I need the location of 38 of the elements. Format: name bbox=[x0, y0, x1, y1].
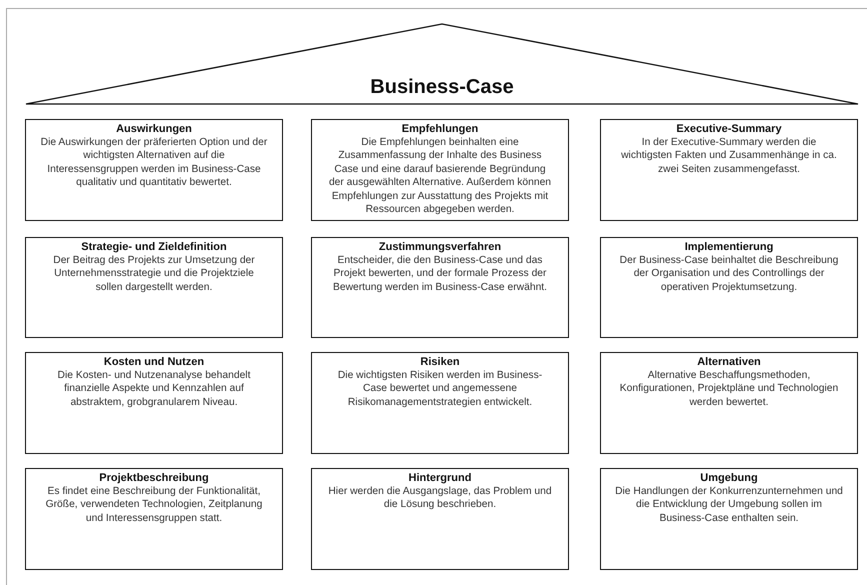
box-description: Die Kosten- und Nutzenanalyse behandelt finanzielle Aspekte und Kennzahlen auf abstraktem, grobgranularem Niveau. bbox=[56, 369, 252, 410]
box-heading: Implementierung bbox=[684, 241, 774, 254]
box-description: Alternative Beschaffungsmethoden, Konfigurationen, Projektpläne und Technologien werden bewertet. bbox=[618, 369, 840, 410]
info-box bbox=[311, 352, 569, 454]
box-description: Der Business-Case beinhaltet die Beschreibung der Organisation und des Controllings der operativen Projektumsetzung. bbox=[618, 254, 840, 294]
box-heading: Alternativen bbox=[696, 356, 762, 369]
box-description: Die Empfehlungen beinhalten eine Zusammenfassung der Inhalte des Business Case und eine darauf basierende Begründung der ausgewählten Alternative. Außerdem können Empfehlungen zur Ausstattung des Projekts mit Ressourcen abgegeben werden. bbox=[328, 136, 552, 216]
box-description: Der Beitrag des Projekts zur Umsetzung der Unternehmensstrategie und die Projektziele sollen dargestellt werden. bbox=[52, 254, 256, 294]
box-description: Die wichtigsten Risiken werden im Business-Case bewertet und angemessene Risikomanagementstrategien entwickelt. bbox=[336, 369, 544, 410]
box-description: Hier werden die Ausgangslage, das Problem und die Lösung beschrieben. bbox=[327, 485, 553, 512]
info-box bbox=[600, 237, 858, 338]
box-heading: Auswirkungen bbox=[115, 123, 193, 136]
box-description: Entscheider, die den Business-Case und das Projekt bewerten, und der formale Prozess der Bewertung werden im Business-Case erwähnt. bbox=[332, 254, 548, 294]
info-box bbox=[311, 119, 569, 221]
info-box bbox=[600, 468, 858, 570]
box-heading: Projektbeschreibung bbox=[98, 472, 210, 485]
box-heading: Strategie- und Zieldefinition bbox=[80, 241, 228, 254]
info-box bbox=[600, 119, 858, 221]
box-heading: Kosten und Nutzen bbox=[102, 356, 206, 369]
info-box bbox=[311, 468, 569, 570]
info-box bbox=[311, 237, 569, 338]
info-box bbox=[600, 352, 858, 454]
box-description: Es findet eine Beschreibung der Funktionalität, Größe, verwendeten Technologien, Zeitplanung und Interessensgruppen statt. bbox=[44, 485, 264, 526]
info-box bbox=[25, 119, 283, 221]
box-heading: Umgebung bbox=[699, 472, 759, 485]
box-heading: Empfehlungen bbox=[400, 123, 480, 136]
box-heading: Risiken bbox=[419, 356, 461, 369]
box-description: Die Handlungen der Konkurrenzunternehmen und die Entwicklung der Umgebung sollen im Business-Case enthalten sein. bbox=[615, 485, 843, 526]
info-box bbox=[25, 468, 283, 570]
info-box bbox=[25, 237, 283, 338]
box-description: Die Auswirkungen der präferierten Option und der wichtigsten Alternativen auf die Interessensgruppen werden im Business-Case qualitativ und quantitativ bewertet. bbox=[40, 136, 268, 190]
box-heading: Hintergrund bbox=[408, 472, 472, 485]
roof-title: Business-Case bbox=[369, 76, 515, 99]
box-heading: Zustimmungsverfahren bbox=[378, 241, 502, 254]
info-box bbox=[25, 352, 283, 454]
roof-shape bbox=[25, 23, 859, 105]
box-description: In der Executive-Summary werden die wichtigsten Fakten und Zusammenhänge in ca. zwei Seiten zusammengefasst. bbox=[620, 136, 838, 176]
box-heading: Executive-Summary bbox=[675, 123, 783, 136]
